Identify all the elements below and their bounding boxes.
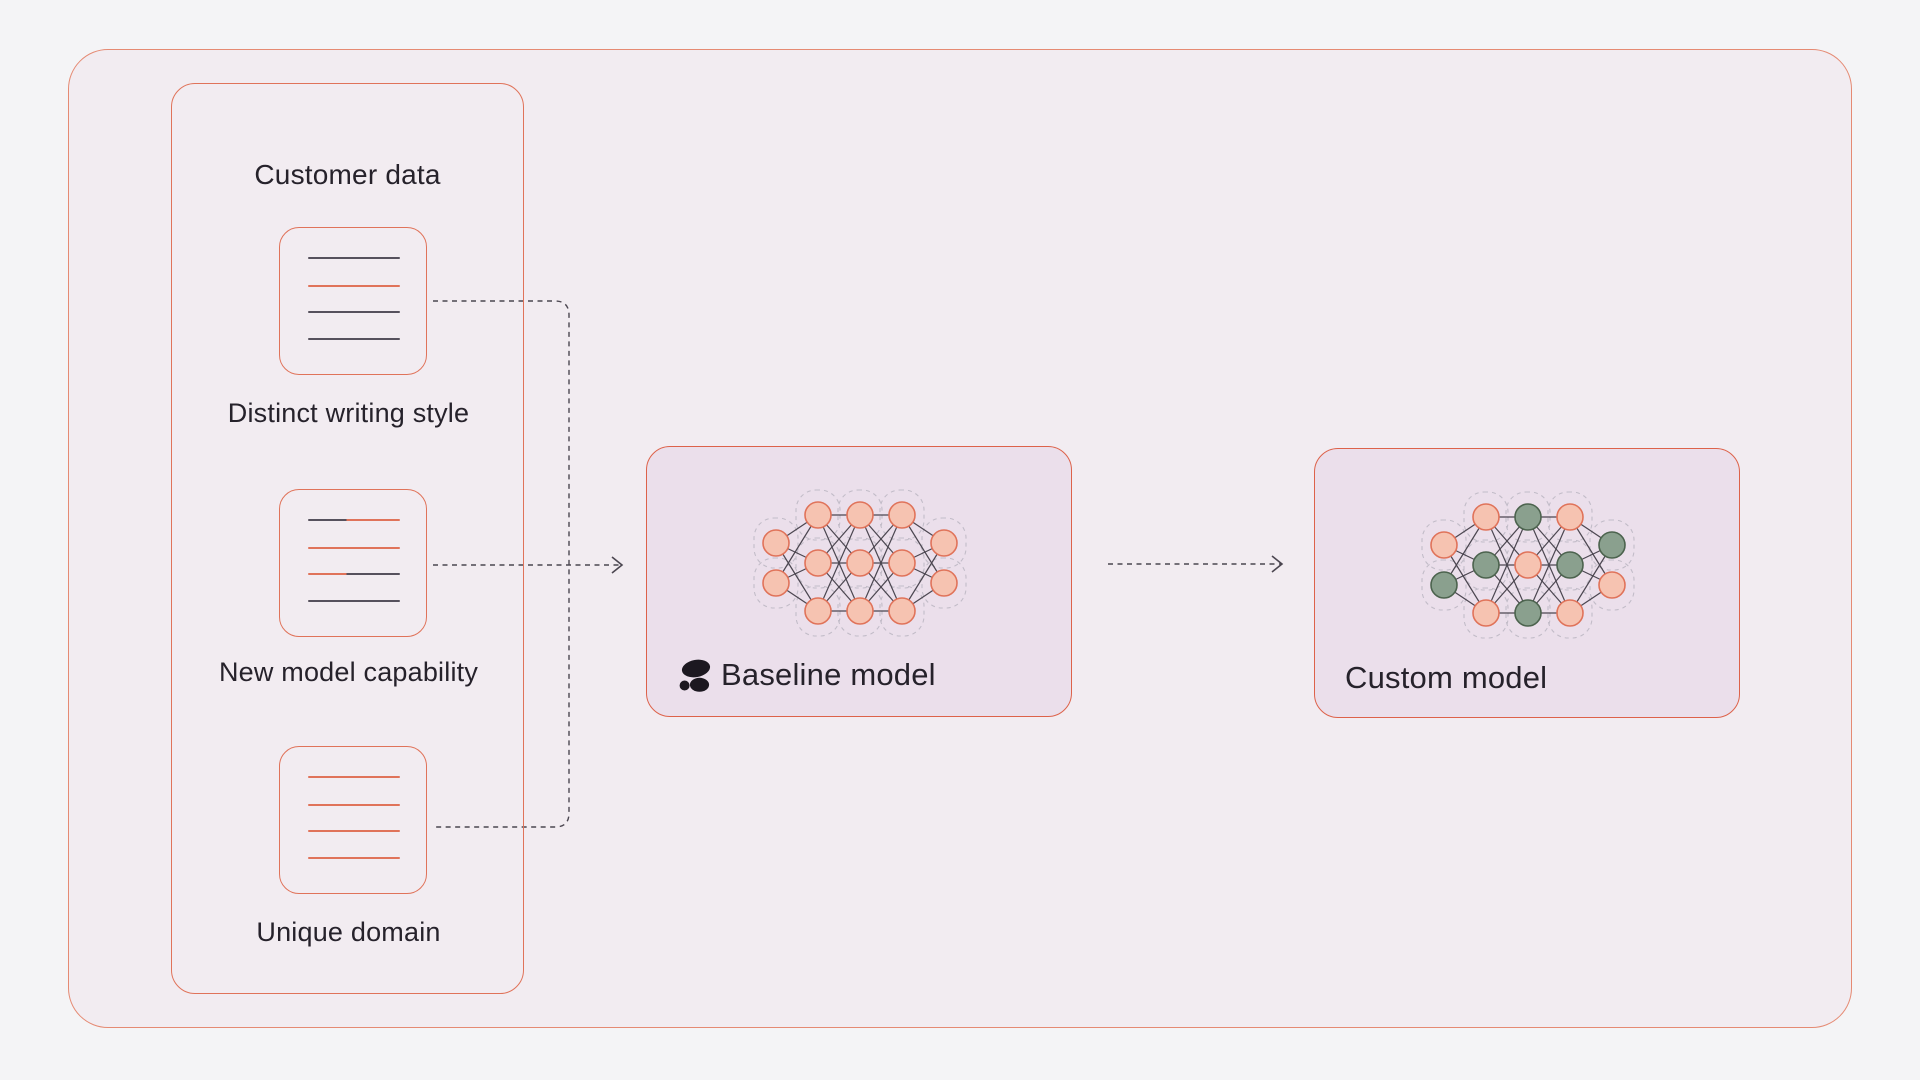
diagram-container: Customer data Distinct writing style New… — [68, 49, 1852, 1028]
doc-text-line — [308, 338, 400, 340]
panel-title: Customer data — [254, 159, 441, 190]
baseline-to-custom-arrowhead — [1271, 555, 1284, 573]
doc-text-line — [308, 285, 400, 287]
custom-model-label: Custom model — [1345, 660, 1548, 695]
custom-model-box: Custom model — [1314, 448, 1740, 718]
document-card-capability — [279, 489, 427, 637]
doc-text-line — [308, 857, 400, 859]
baseline-model-box: Baseline model — [646, 446, 1072, 717]
doc-text-line — [308, 600, 400, 602]
doc-text-line — [308, 804, 400, 806]
doc-text-line — [308, 519, 400, 521]
doc-text-line — [308, 547, 400, 549]
document-label-writing-style: Distinct writing style — [227, 398, 470, 428]
custom-neural-network-illustration — [1421, 491, 1635, 639]
document-card-writing-style — [279, 227, 427, 375]
customer-data-panel: Customer data Distinct writing style New… — [171, 83, 524, 994]
baseline-model-label: Baseline model — [721, 657, 936, 692]
doc-text-line — [308, 311, 400, 313]
anthropic-logo-icon — [679, 659, 711, 692]
doc-text-line — [308, 776, 400, 778]
doc-text-line — [308, 257, 400, 259]
document-label-capability: New model capability — [218, 657, 479, 687]
data-to-baseline-arrowhead — [611, 556, 624, 574]
baseline-neural-network-illustration — [753, 489, 967, 637]
document-label-domain: Unique domain — [256, 917, 441, 947]
doc-text-line — [308, 830, 400, 832]
document-card-domain — [279, 746, 427, 894]
doc-text-line — [308, 573, 400, 575]
